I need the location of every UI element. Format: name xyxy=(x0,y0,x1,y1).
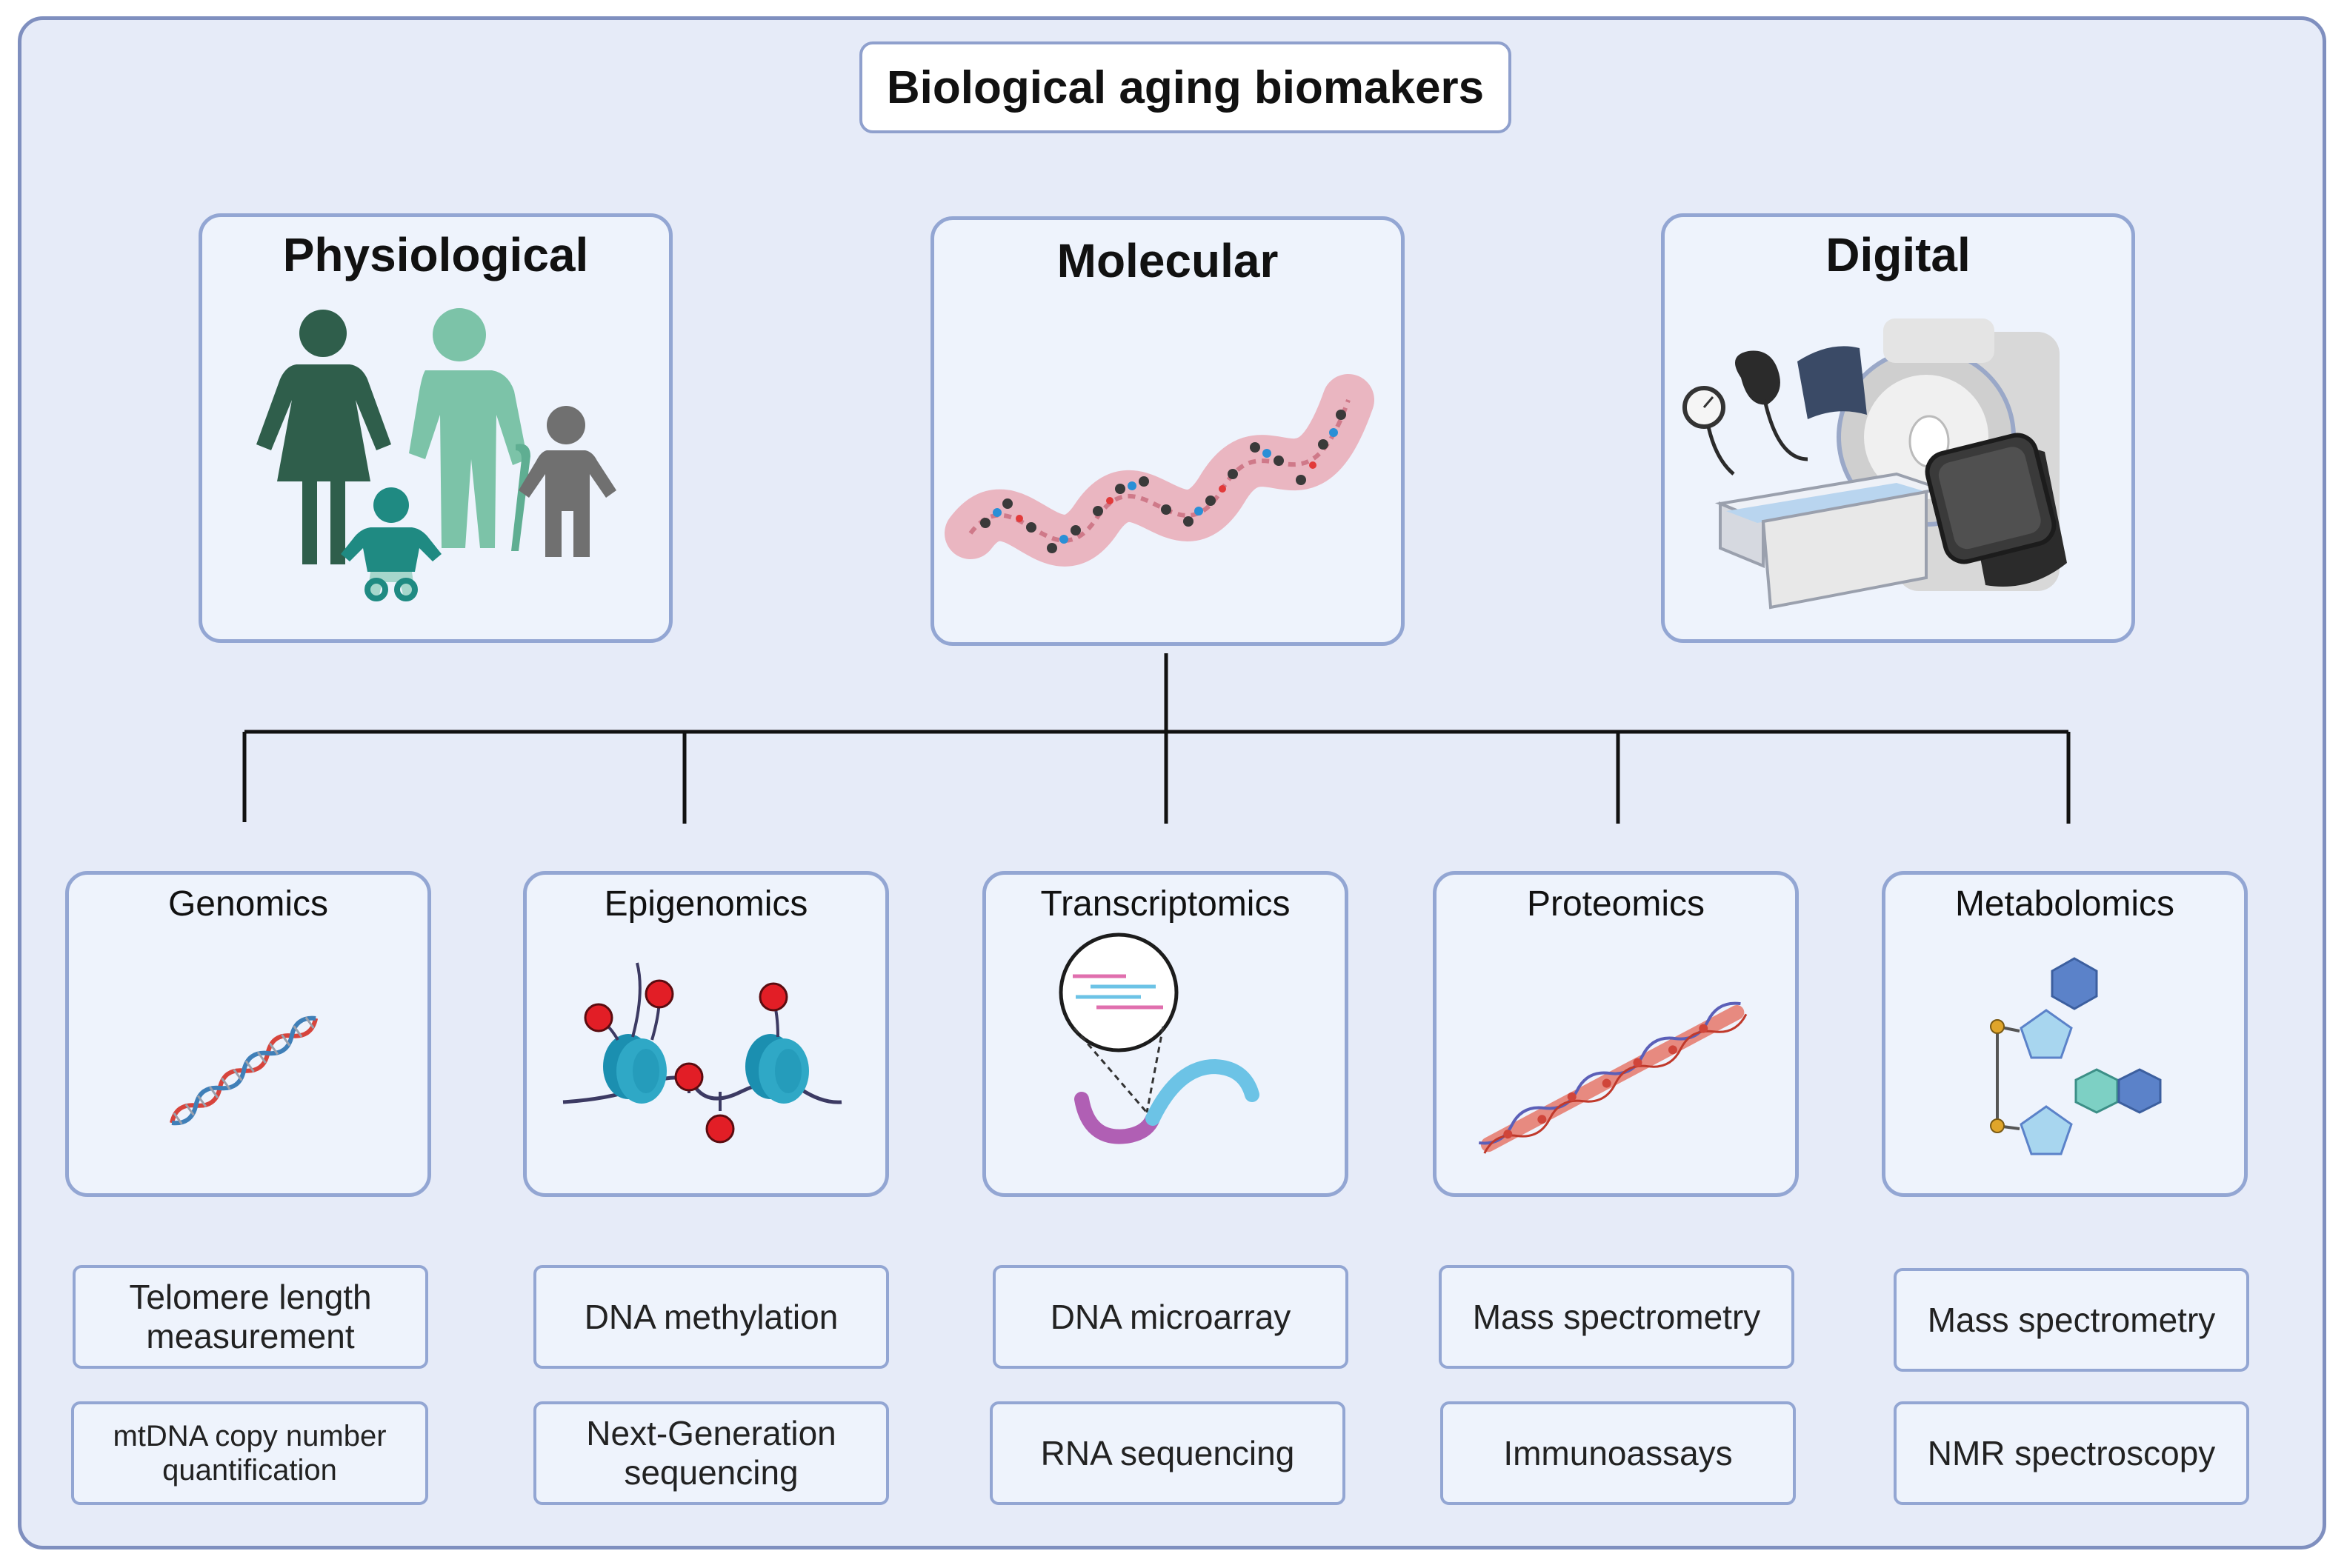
nucleosome xyxy=(603,1034,667,1104)
diagram-title: Biological aging biomakers xyxy=(859,41,1511,133)
protein-helix-icon xyxy=(945,374,1374,567)
rna-strand-icon xyxy=(1059,933,1259,1144)
family-icon xyxy=(256,308,616,601)
panel-title-molecular: Molecular xyxy=(1056,234,1279,287)
method-box: Mass spectrometry xyxy=(1894,1268,2249,1372)
method-box: NMR spectroscopy xyxy=(1894,1401,2249,1505)
panel-title-metabolomics: Metabolomics xyxy=(1954,884,2175,924)
method-box: DNA methylation xyxy=(533,1265,889,1369)
method-box: Next-Generation sequencing xyxy=(533,1401,889,1505)
nucleosome xyxy=(745,1034,809,1104)
panel-epigenomics: Epigenomics xyxy=(523,871,889,1197)
baby-figure xyxy=(341,487,442,601)
protein-fiber-icon xyxy=(1478,1001,1748,1154)
elderly-figure xyxy=(409,308,530,551)
method-box: DNA microarray xyxy=(993,1265,1348,1369)
dna-icon xyxy=(170,1015,319,1126)
panel-genomics: Genomics xyxy=(65,871,431,1197)
method-box: Telomere length measurement xyxy=(73,1265,428,1369)
panel-transcriptomics: Transcriptomics xyxy=(982,871,1348,1197)
nucleosome-methylation-icon xyxy=(562,962,842,1144)
panel-title-digital: Digital xyxy=(1825,228,1971,281)
panel-title-genomics: Genomics xyxy=(167,884,329,924)
child-figure xyxy=(519,406,616,557)
method-box: Mass spectrometry xyxy=(1439,1265,1794,1369)
smartwatch-icon xyxy=(1925,433,2067,587)
panel-title-epigenomics: Epigenomics xyxy=(604,884,808,924)
woman-figure xyxy=(256,310,391,564)
method-box: RNA sequencing xyxy=(990,1401,1345,1505)
medical-devices-icon xyxy=(1682,318,2067,610)
panel-title-proteomics: Proteomics xyxy=(1526,884,1705,924)
method-box: Immunoassays xyxy=(1440,1401,1796,1505)
connector-tree xyxy=(242,653,2071,824)
method-box: mtDNA copy number quantification xyxy=(71,1401,428,1505)
panel-title-transcriptomics: Transcriptomics xyxy=(1040,884,1291,924)
metabolite-structures-icon xyxy=(1990,957,2162,1155)
panel-title-physiological: Physiological xyxy=(282,228,589,281)
